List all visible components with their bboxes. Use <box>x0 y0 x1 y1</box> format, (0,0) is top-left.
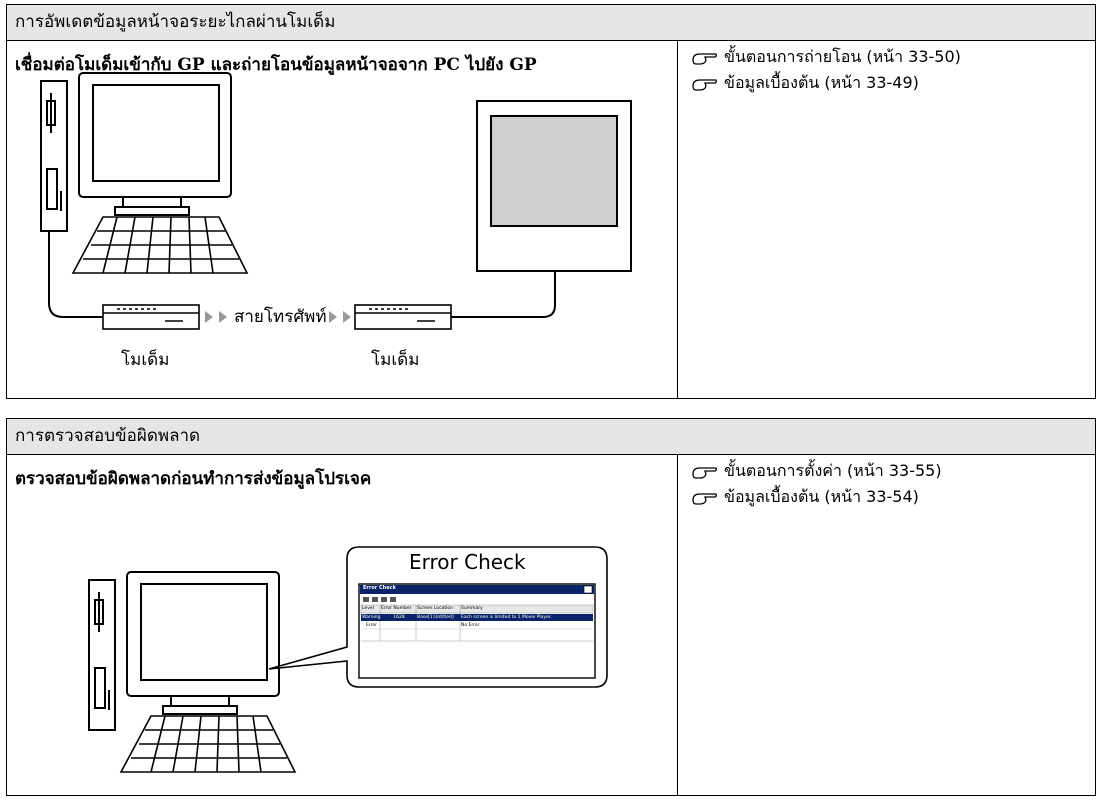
col-summary: Summary <box>461 606 483 611</box>
callout-title: Error Check <box>409 550 526 574</box>
pointing-hand-icon <box>692 466 717 479</box>
gp-panel-icon <box>476 100 632 272</box>
arrows-right-icon <box>329 311 351 323</box>
reference-column: ขั้นตอนการตั้งค่า (หน้า 33-55) ข้อมูลเบื… <box>678 455 1095 795</box>
cell-level: Warning <box>362 615 381 620</box>
cable-left <box>48 231 103 318</box>
table-row[interactable]: Warning 1628 Base[1:Untitled] Each scree… <box>362 614 594 621</box>
pc-tower-icon <box>40 80 68 232</box>
modem-diagram <box>40 72 632 330</box>
diagram-column: เชื่อมต่อโมเด็มเข้ากับ GP และถ่ายโอนข้อม… <box>7 41 678 398</box>
window-title: Error Check <box>363 585 396 591</box>
keyboard-icon <box>71 216 249 274</box>
modem-right-icon <box>354 304 452 330</box>
pc-tower-icon <box>88 579 116 731</box>
ref-text: ขั้นตอนการตั้งค่า (หน้า 33-55) <box>724 461 942 480</box>
ref-link[interactable]: ขั้นตอนการตั้งค่า (หน้า 33-55) <box>692 459 942 484</box>
error-check-section: การตรวจสอบข้อผิดพลาด ตรวจสอบข้อผิดพลาดก่… <box>6 418 1096 796</box>
modem-left-label: โมเด็ม <box>121 350 170 370</box>
modem-right-label: โมเด็ม <box>371 350 420 370</box>
keyboard-icon <box>119 715 297 773</box>
error-check-window <box>358 583 596 679</box>
cell-error-number <box>381 622 417 629</box>
cable-right <box>451 271 556 318</box>
section-title: การตรวจสอบข้อผิดพลาด <box>7 419 1095 455</box>
cell-summary: Each screen is limited to 1 Movie Player… <box>461 615 552 620</box>
diagram-column: ตรวจสอบข้อผิดพลาดก่อนทำการส่งข้อมูลโปรเจ… <box>7 455 678 795</box>
cell-screen-location: Base[1:Untitled] <box>417 615 454 620</box>
cell-screen-location <box>417 622 461 629</box>
ref-text: ขั้นตอนการถ่ายโอน (หน้า 33-50) <box>724 47 961 66</box>
ref-link[interactable]: ขั้นตอนการถ่ายโอน (หน้า 33-50) <box>692 45 961 70</box>
section-description: ตรวจสอบข้อผิดพลาดก่อนทำการส่งข้อมูลโปรเจ… <box>15 469 372 489</box>
modem-transfer-section: การอัพเดตข้อมูลหน้าจอระยะไกลผ่านโมเด็ม เ… <box>6 4 1096 399</box>
error-check-diagram <box>88 546 608 773</box>
col-error-number: Error Number <box>381 606 412 611</box>
modem-left-icon <box>102 304 200 330</box>
col-level: Level <box>362 606 374 611</box>
pointing-hand-icon <box>692 78 717 91</box>
pc-monitor-icon <box>126 571 280 715</box>
reference-column: ขั้นตอนการถ่ายโอน (หน้า 33-50) ข้อมูลเบื… <box>678 41 1095 398</box>
section-title: การอัพเดตข้อมูลหน้าจอระยะไกลผ่านโมเด็ม <box>7 5 1095 41</box>
pointing-hand-icon <box>692 492 717 505</box>
ref-text: ข้อมูลเบื้องต้น (หน้า 33-49) <box>724 73 919 92</box>
section-description: เชื่อมต่อโมเด็มเข้ากับ GP และถ่ายโอนข้อม… <box>15 55 537 75</box>
pc-monitor-icon <box>78 72 232 216</box>
ref-link[interactable]: ข้อมูลเบื้องต้น (หน้า 33-54) <box>692 485 919 510</box>
cell-level: Error <box>366 623 377 628</box>
arrows-left-icon <box>205 311 227 323</box>
ref-text: ข้อมูลเบื้องต้น (หน้า 33-54) <box>724 487 919 506</box>
line-label: สายโทรศัพท์ <box>234 307 327 327</box>
cell-error-number: 1628 <box>393 615 405 620</box>
pointing-hand-icon <box>692 52 717 65</box>
table-row[interactable]: Error No Error <box>362 622 594 629</box>
ref-link[interactable]: ข้อมูลเบื้องต้น (หน้า 33-49) <box>692 71 919 96</box>
cell-summary: No Error <box>461 623 480 628</box>
col-screen-location: Screen Location <box>417 606 453 611</box>
error-table-header: Level Error Number Screen Location Summa… <box>362 605 594 613</box>
